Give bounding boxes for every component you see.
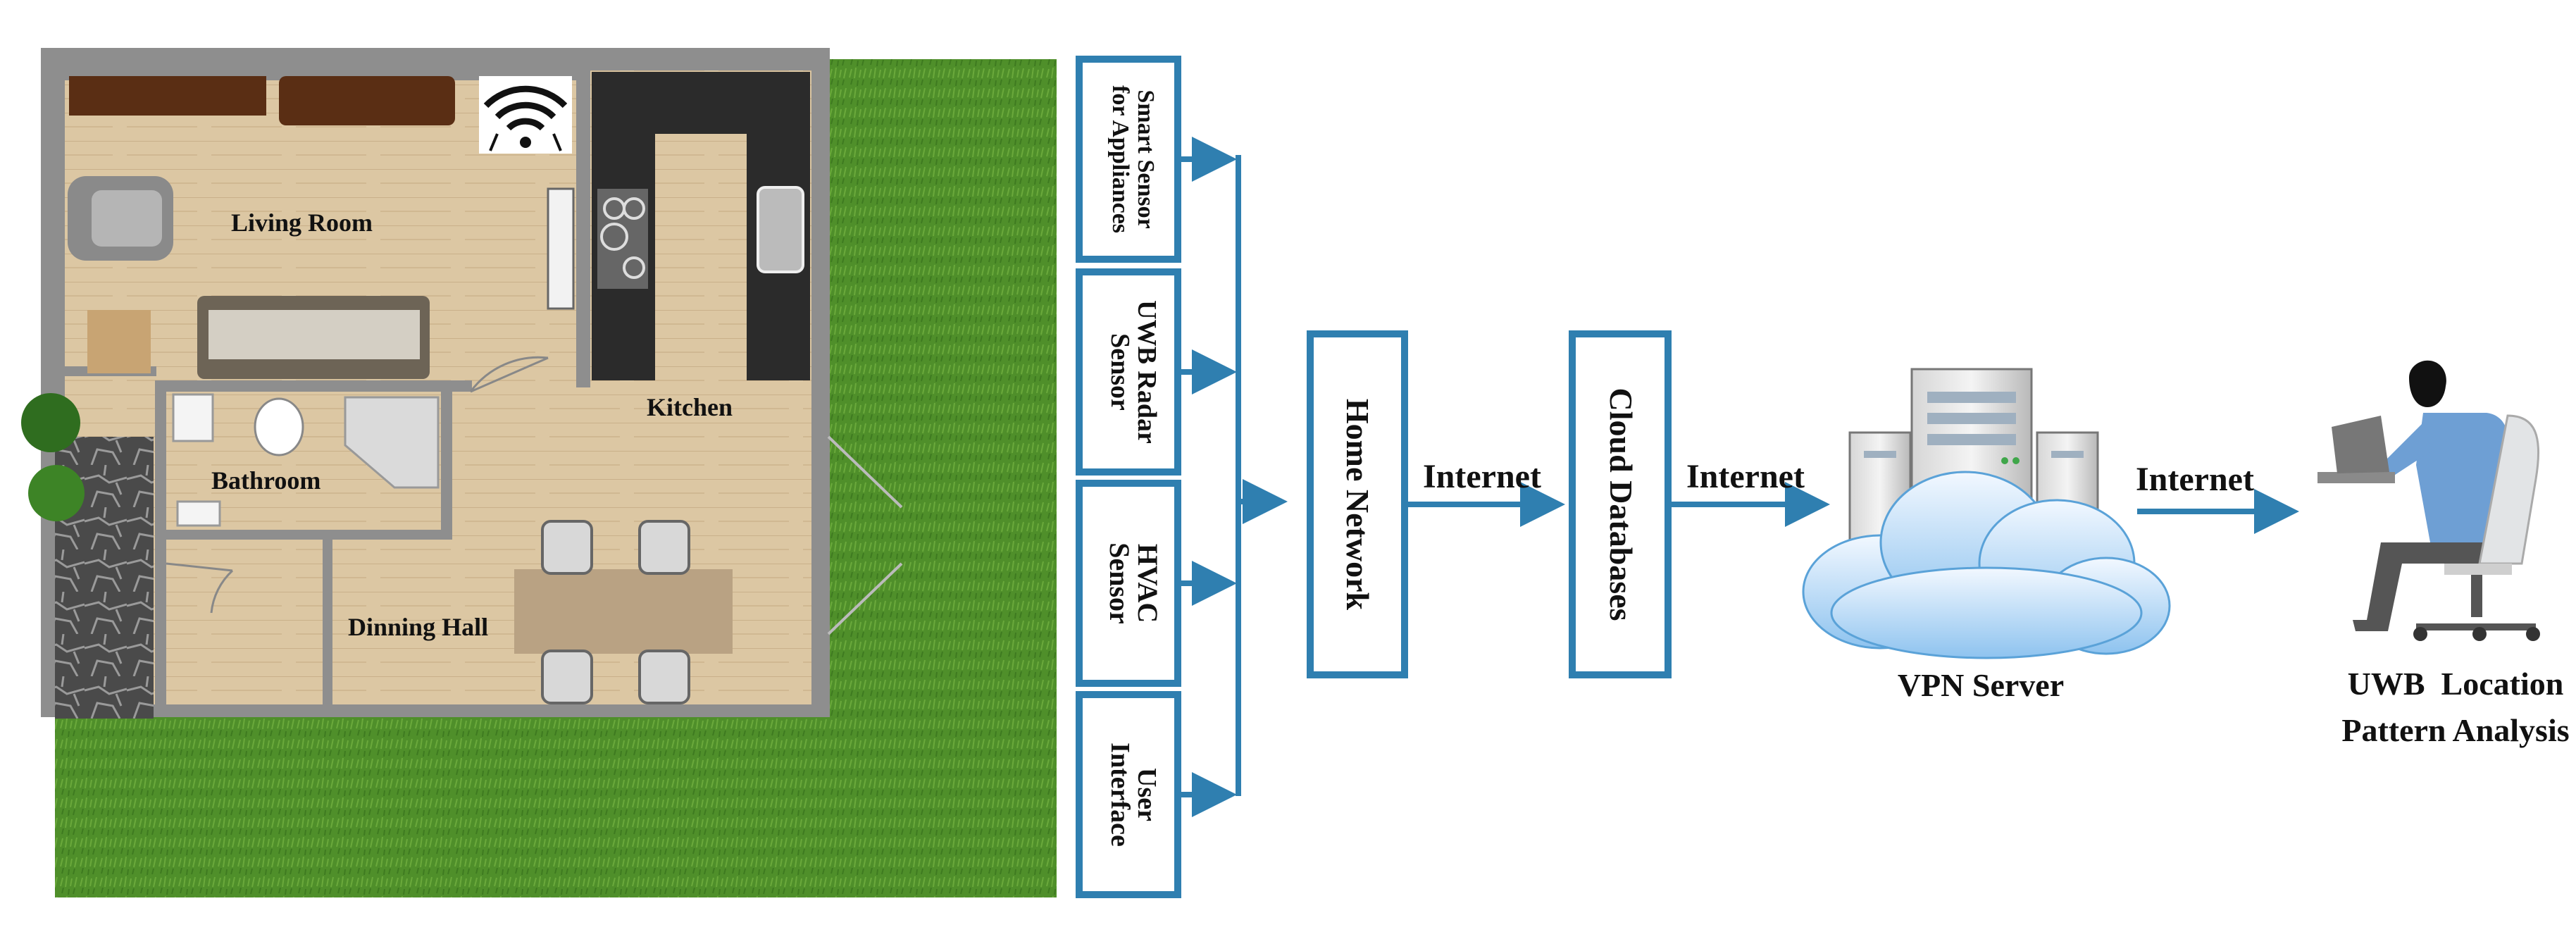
internet-label-1: Internet: [1423, 458, 1541, 495]
home-network-box: [1307, 330, 1408, 678]
sensor-box-hvac: [1076, 480, 1181, 687]
kitchen-counter: [592, 72, 810, 380]
room-label-living-room: Living Room: [231, 209, 373, 237]
sensor-label-user-interface-line1: User: [1132, 768, 1162, 821]
door: [469, 356, 549, 393]
dining-chair: [541, 520, 593, 575]
wall: [576, 70, 590, 387]
basin: [172, 393, 214, 442]
door: [166, 562, 234, 614]
dining-chair: [638, 650, 690, 704]
shelf: [176, 500, 221, 527]
room-label-dinning-hall: Dinning Hall: [348, 613, 488, 641]
wifi-signal-icon: [479, 76, 572, 154]
plant-icon: [21, 393, 80, 452]
internet-label-2: Internet: [1686, 458, 1805, 495]
analysis-label-line1: UWB Location: [2348, 666, 2564, 702]
cabinet: [279, 76, 455, 125]
armchair-seat: [92, 190, 162, 247]
sensor-label-uwb-radar-line1: UWB Radar: [1132, 300, 1162, 444]
plant-icon: [28, 465, 85, 521]
fridge: [547, 187, 575, 310]
floor-plan: Living Room Kitchen Bathroom Dinning Hal…: [21, 48, 1057, 897]
sink: [757, 186, 804, 273]
room-label-bathroom: Bathroom: [211, 466, 321, 495]
home-network-label: Home Network: [1340, 399, 1376, 611]
wall: [155, 530, 451, 540]
dining-table: [514, 569, 733, 654]
cloud-databases-label: Cloud Databases: [1603, 387, 1639, 621]
connectors: [1181, 137, 2299, 817]
wall: [155, 380, 166, 712]
sensor-label-hvac-line1: HVAC: [1132, 544, 1164, 623]
dining-chair: [541, 650, 593, 704]
side-table: [87, 310, 151, 373]
wall: [441, 380, 452, 540]
sensor-label-uwb-radar-line2: Sensor: [1105, 333, 1135, 411]
wall: [323, 530, 332, 706]
vpn-server-label: VPN Server: [1898, 667, 2064, 703]
stove-burner: [600, 223, 628, 251]
dining-chair: [638, 520, 690, 575]
stove-burner: [623, 256, 645, 279]
sensor-box-uwb-radar: [1076, 268, 1181, 476]
sensor-label-smart-sensor-line1: Smart Sensor: [1133, 89, 1159, 228]
sensor-box-user-interface: [1076, 691, 1181, 898]
room-label-kitchen: Kitchen: [647, 393, 733, 421]
sensor-label-hvac-line2: Sensor: [1104, 542, 1135, 624]
stove-burner: [623, 197, 645, 220]
door: [827, 435, 903, 635]
sensor-column: [1076, 56, 1181, 898]
cabinet: [69, 76, 266, 116]
toilet: [254, 397, 304, 456]
sensor-box-smart-sensor: [1076, 56, 1181, 263]
person-at-computer-icon: [2317, 360, 2540, 641]
sensor-label-smart-sensor-line2: for Appliances: [1107, 85, 1133, 233]
vpn-server-icon: [1802, 368, 2171, 659]
cloud-icon: [1802, 471, 2171, 659]
sensor-label-user-interface-line2: Interface: [1105, 743, 1135, 847]
shower: [344, 396, 440, 489]
analysis-label-line2: Pattern Analysis: [2341, 712, 2569, 748]
internet-label-3: Internet: [2136, 461, 2254, 498]
sofa-cushions: [209, 310, 420, 359]
cloud-databases-box: [1569, 330, 1672, 678]
wall: [155, 380, 472, 392]
